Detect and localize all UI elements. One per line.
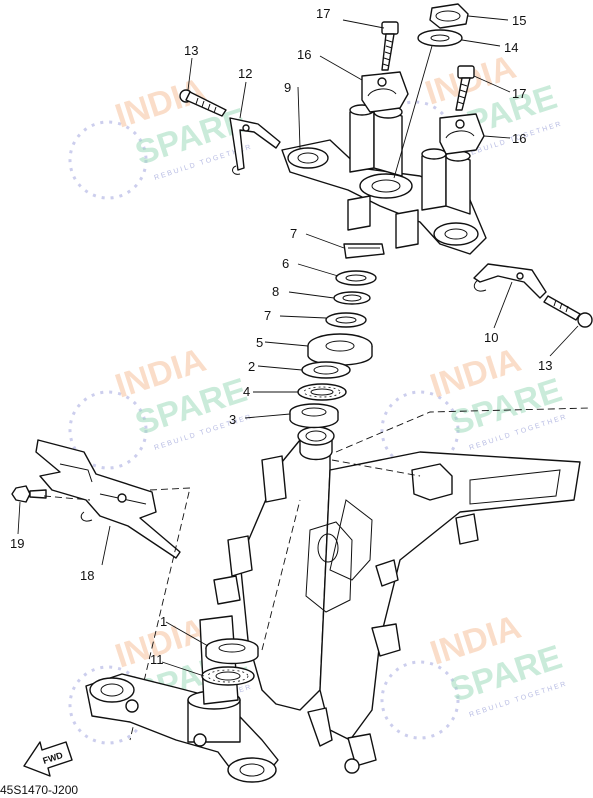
rubber-washer-9 <box>333 291 371 305</box>
upper-bracket-10 <box>281 86 487 255</box>
wrench-logo-icon <box>68 120 148 200</box>
callout-4: 11 <box>150 652 164 667</box>
ball-race-2 <box>301 361 351 379</box>
wrench-logo-icon <box>380 390 460 470</box>
washer-14 <box>417 29 463 47</box>
callout-14: 14 <box>504 40 518 55</box>
main-frame <box>213 407 591 774</box>
ring-nut-7-lower <box>325 312 367 328</box>
handlebar-clamp-16-lower <box>439 113 485 155</box>
callout-9: 8 <box>272 284 279 299</box>
cover-6 <box>307 333 373 366</box>
cable-bracket-11 <box>473 263 547 299</box>
callout-7-lower: 7 <box>264 308 271 323</box>
bolt-17-upper <box>381 21 399 71</box>
callout-17-upper: 17 <box>316 6 330 21</box>
diagram-code: 45S1470-J200 <box>0 783 78 797</box>
callout-19: 19 <box>10 536 24 551</box>
callout-13-upper: 13 <box>184 43 198 58</box>
callout-15: 15 <box>512 13 526 28</box>
bearing-4 <box>201 666 255 686</box>
handlebar-clamp-16-upper <box>361 71 409 113</box>
callout-5: 4 <box>243 384 250 399</box>
callout-labels: 17 15 14 13 16 12 9 17 16 7 6 8 7 10 5 1… <box>10 6 552 667</box>
bolt-19 <box>11 485 47 503</box>
wrench-logo-icon <box>68 390 148 470</box>
callout-1: 1 <box>160 614 167 629</box>
wrench-logo-icon <box>380 660 460 740</box>
watermark-top-left: INDIA SPARE REBUILD TOGETHER <box>68 71 254 200</box>
nut-15 <box>429 3 469 29</box>
callout-18: 18 <box>80 568 94 583</box>
bolt-13-upper <box>179 89 227 117</box>
callout-16-upper: 16 <box>297 47 311 62</box>
watermark-bottom-right: INDIA SPARE REBUILD TOGETHER <box>380 608 569 740</box>
bearing-5 <box>297 383 347 401</box>
callout-13-lower: 13 <box>538 358 552 373</box>
callout-16-lower: 16 <box>512 131 526 146</box>
callout-8: 7 <box>290 226 297 241</box>
callout-3: 3 <box>229 412 236 427</box>
cable-bracket-12 <box>229 117 281 175</box>
callout-17-lower: 17 <box>512 86 526 101</box>
lock-washer-8 <box>343 243 385 259</box>
ball-race-1 <box>205 638 259 665</box>
callout-7-upper: 6 <box>282 256 289 271</box>
ball-race-3 <box>289 403 339 429</box>
bolt-13-lower <box>543 295 593 328</box>
callout-11: 10 <box>484 330 498 345</box>
callout-10: 9 <box>284 80 291 95</box>
watermark-middle-left: INDIA SPARE REBUILD TOGETHER <box>68 341 254 470</box>
fwd-arrow: FWD <box>23 741 73 777</box>
bolt-17-lower <box>455 65 475 111</box>
callout-2: 2 <box>248 359 255 374</box>
ring-nut-7-upper <box>335 270 377 286</box>
callout-12: 12 <box>238 66 252 81</box>
callout-6: 5 <box>256 335 263 350</box>
cable-guide-18 <box>35 439 181 559</box>
